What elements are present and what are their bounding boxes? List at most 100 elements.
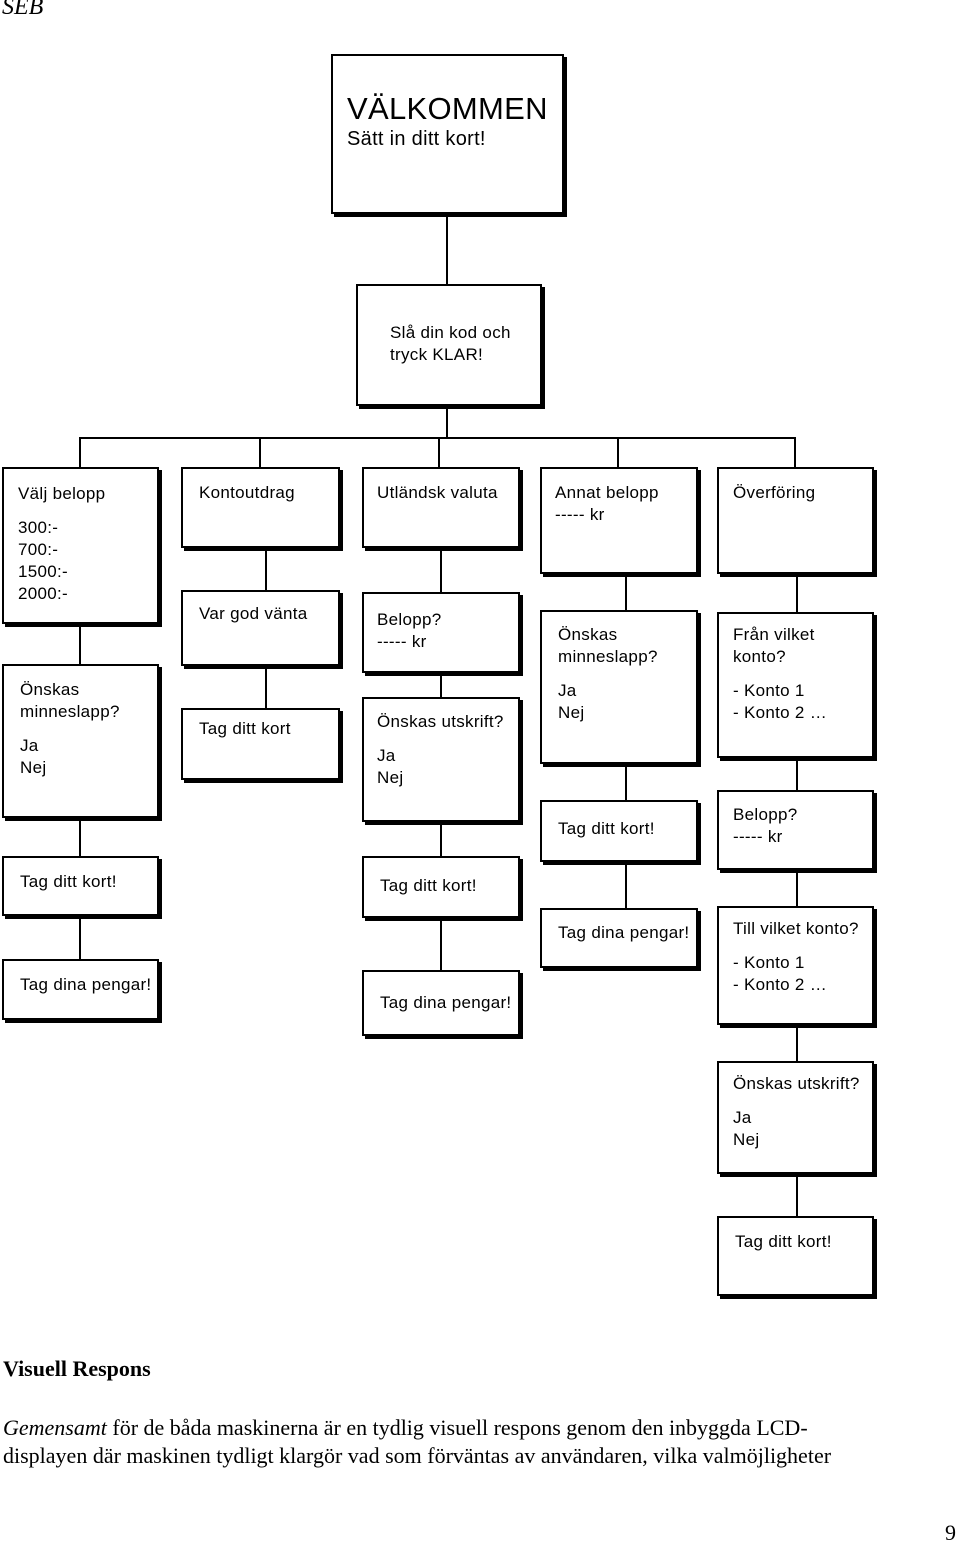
wait-box: Var god vänta <box>181 590 340 666</box>
amount-option: 1500:- <box>18 562 69 581</box>
pin-line-1: Slå din kod och <box>390 323 511 342</box>
take-card-text: Tag ditt kort <box>199 719 291 738</box>
take-card-text: Tag ditt kort! <box>20 872 117 891</box>
answer-yes: Ja <box>733 1108 752 1127</box>
to-account-question: Till vilket konto? <box>733 919 859 938</box>
paragraph-line-2: displayen där maskinen tydligt klargör v… <box>3 1443 832 1468</box>
take-card-box: Tag ditt kort! <box>717 1216 874 1296</box>
amount-question: Belopp? <box>377 610 442 629</box>
connector <box>446 403 448 439</box>
amount-value: ----- kr <box>733 827 783 846</box>
connector <box>79 437 796 439</box>
answer-no: Nej <box>377 768 404 787</box>
connector <box>796 572 798 614</box>
from-account-question-2: konto? <box>733 647 786 666</box>
paragraph-line-1-rest: för de båda maskinerna är en tydlig visu… <box>106 1415 808 1440</box>
amount-question: Belopp? <box>733 805 798 824</box>
take-money-box: Tag dina pengar! <box>540 908 698 968</box>
answer-yes: Ja <box>377 746 396 765</box>
other-amount-box: Annat belopp ----- kr <box>540 467 698 574</box>
connector <box>79 437 81 469</box>
take-card-text: Tag ditt kort! <box>735 1232 832 1251</box>
connector <box>440 916 442 972</box>
take-money-box: Tag dina pengar! <box>2 959 159 1020</box>
print-box: Önskas utskrift? Ja Nej <box>362 697 520 822</box>
foreign-currency-title: Utländsk valuta <box>377 483 498 502</box>
answer-yes: Ja <box>20 736 39 755</box>
print-box: Önskas utskrift? Ja Nej <box>717 1061 874 1174</box>
connector <box>440 546 442 592</box>
other-amount-value: ----- kr <box>555 505 605 524</box>
answer-no: Nej <box>558 703 585 722</box>
statement-title: Kontoutdrag <box>199 483 295 502</box>
take-card-text: Tag ditt kort! <box>558 819 655 838</box>
receipt-box: Önskas minneslapp? Ja Nej <box>540 610 698 764</box>
select-amount-box: Välj belopp 300:- 700:- 1500:- 2000:- <box>2 467 159 624</box>
welcome-subtitle: Sätt in ditt kort! <box>347 128 486 150</box>
welcome-title: VÄLKOMMEN <box>347 91 548 126</box>
take-card-box: Tag ditt kort! <box>540 800 698 862</box>
take-money-text: Tag dina pengar! <box>20 975 152 994</box>
receipt-question-1: Önskas <box>558 625 618 644</box>
connector <box>79 914 81 960</box>
connector <box>625 860 627 910</box>
receipt-question-2: minneslapp? <box>558 647 658 666</box>
header-label: SEB <box>2 0 44 20</box>
connector <box>79 623 81 667</box>
receipt-question-2: minneslapp? <box>20 702 120 721</box>
account-option: - Konto 1 <box>733 681 805 700</box>
take-card-text: Tag ditt kort! <box>380 876 477 895</box>
connector <box>446 212 448 284</box>
connector <box>796 868 798 908</box>
account-option: - Konto 1 <box>733 953 805 972</box>
paragraph-lead: Gemensamt <box>3 1415 107 1440</box>
answer-no: Nej <box>733 1130 760 1149</box>
answer-yes: Ja <box>558 681 577 700</box>
connector <box>265 664 267 710</box>
select-amount-title: Välj belopp <box>18 484 106 503</box>
connector <box>617 437 619 469</box>
answer-no: Nej <box>20 758 47 777</box>
take-money-text: Tag dina pengar! <box>558 923 690 942</box>
wait-text: Var god vänta <box>199 604 308 623</box>
amount-option: 300:- <box>18 518 59 537</box>
connector <box>794 437 796 469</box>
section-title: Visuell Respons <box>3 1356 151 1381</box>
connector <box>440 820 442 858</box>
print-question: Önskas utskrift? <box>733 1074 860 1093</box>
connector <box>438 437 440 469</box>
connector <box>259 437 261 469</box>
amount-box: Belopp? ----- kr <box>362 592 520 673</box>
from-account-box: Från vilket konto? - Konto 1 - Konto 2 … <box>717 612 874 758</box>
take-card-box: Tag ditt kort! <box>2 856 159 916</box>
amount-value: ----- kr <box>377 632 427 651</box>
take-money-text: Tag dina pengar! <box>380 993 512 1012</box>
connector <box>265 546 267 592</box>
foreign-currency-box: Utländsk valuta <box>362 467 520 548</box>
welcome-box: VÄLKOMMEN Sätt in ditt kort! <box>331 54 564 214</box>
connector <box>79 816 81 860</box>
connector <box>796 756 798 792</box>
amount-option: 700:- <box>18 540 59 559</box>
take-money-box: Tag dina pengar! <box>362 970 520 1036</box>
account-option: - Konto 2 … <box>733 703 828 722</box>
receipt-question-1: Önskas <box>20 680 80 699</box>
account-option: - Konto 2 … <box>733 975 828 994</box>
to-account-box: Till vilket konto? - Konto 1 - Konto 2 … <box>717 906 874 1025</box>
print-question: Önskas utskrift? <box>377 712 504 731</box>
page-number: 9 <box>945 1520 956 1543</box>
connector <box>796 1172 798 1218</box>
connector <box>625 572 627 612</box>
other-amount-title: Annat belopp <box>555 483 659 502</box>
take-card-box: Tag ditt kort <box>181 708 340 780</box>
from-account-question-1: Från vilket <box>733 625 815 644</box>
pin-line-2: tryck KLAR! <box>390 345 484 364</box>
pin-box: Slå din kod och tryck KLAR! <box>356 284 542 406</box>
amount-box: Belopp? ----- kr <box>717 790 874 870</box>
section-paragraph: Gemensamt för de båda maskinerna är en t… <box>3 1414 958 1470</box>
amount-option: 2000:- <box>18 584 69 603</box>
connector <box>796 1023 798 1063</box>
take-card-box: Tag ditt kort! <box>362 856 520 918</box>
receipt-box: Önskas minneslapp? Ja Nej <box>2 664 159 818</box>
